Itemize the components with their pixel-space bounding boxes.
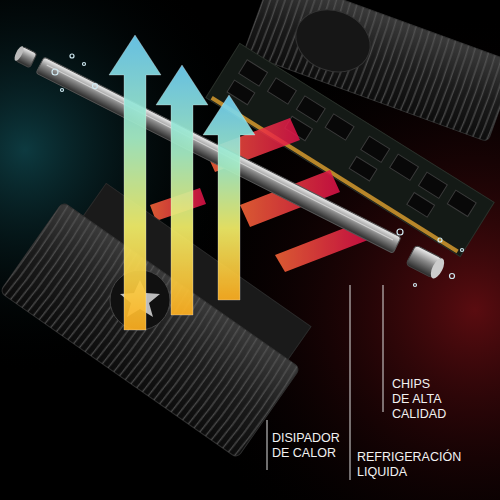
heat-arrows	[109, 35, 255, 330]
end-plug	[406, 245, 447, 280]
part-label: DISIPADOR DE CALOR	[272, 431, 347, 461]
end-cap	[13, 45, 37, 68]
heatsink-plate	[0, 169, 323, 458]
part-label: CHIPS DE ALTA CALIDAD	[392, 377, 449, 422]
part-label: REFRIGERACIÓN LIQUIDA	[357, 450, 469, 480]
